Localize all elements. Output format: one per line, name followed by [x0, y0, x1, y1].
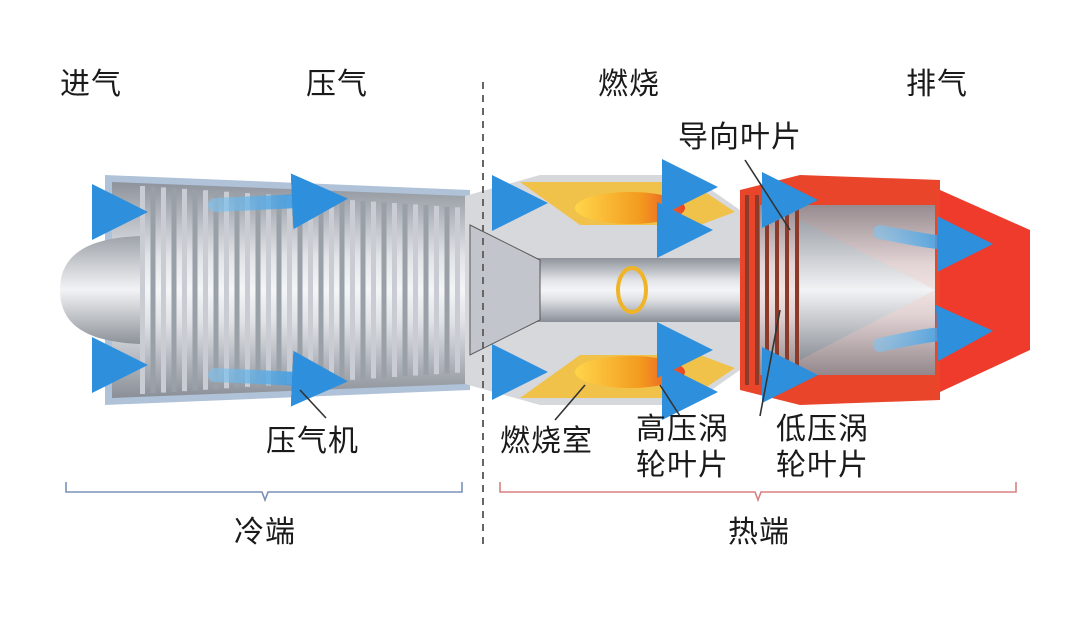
- hot-zone-label: 热端: [728, 515, 790, 550]
- nose-cone: [60, 236, 140, 344]
- flame-lower: [575, 356, 685, 388]
- compressor-blade-row: [413, 204, 418, 376]
- stage-intake-label: 进气: [60, 67, 122, 102]
- compressor-blades: [140, 186, 471, 394]
- compressor-label: 压气机: [266, 424, 359, 459]
- compressor-blade-row: [360, 200, 366, 380]
- rotation-arrow: [616, 266, 648, 314]
- hp-turbine-label: 高压涡 轮叶片: [636, 412, 729, 484]
- compressor-blade-row: [266, 194, 271, 386]
- compressor-blade-row: [434, 205, 439, 375]
- compressor-blade-row: [224, 191, 229, 389]
- flame-upper: [575, 192, 685, 224]
- lp-turbine-label-line2: 轮叶片: [776, 448, 869, 483]
- compressor-blade-row: [140, 186, 145, 394]
- combustor-label: 燃烧室: [500, 424, 593, 459]
- compressor-blade-row: [329, 198, 334, 382]
- turbine-blade-row: [795, 195, 799, 385]
- compressor-blade-row: [161, 187, 166, 393]
- stage-combust-label: 燃烧: [598, 67, 660, 102]
- turbine-blade-row: [775, 195, 779, 385]
- compressor-blade-row: [371, 201, 376, 379]
- compressor-blade-row: [423, 205, 429, 375]
- compressor-blade-row: [171, 188, 177, 392]
- compressor-blade-row: [392, 203, 397, 377]
- exhaust-nozzle: [940, 190, 1030, 392]
- compressor-blade-row: [245, 193, 250, 387]
- compressor-blade-row: [234, 192, 240, 388]
- compressor-blade-row: [402, 203, 408, 377]
- compressor-blade-row: [308, 197, 313, 383]
- turbine-blades: [745, 195, 799, 385]
- compressor-blade-row: [297, 196, 303, 384]
- compressor-blade-row: [213, 190, 219, 390]
- turbine-blade-row: [765, 195, 769, 385]
- lp-turbine-label: 低压涡 轮叶片: [776, 412, 869, 484]
- compressor-blade-row: [318, 198, 324, 382]
- lp-turbine-label-line1: 低压涡: [776, 412, 869, 447]
- compressor-blade-row: [444, 206, 450, 374]
- turbine-blade-row: [785, 195, 789, 385]
- hp-turbine-label-line2: 轮叶片: [636, 448, 729, 483]
- compressor-blade-row: [182, 188, 187, 392]
- exhaust-cone: [800, 220, 935, 360]
- compressor-blade-row: [350, 200, 355, 380]
- turbine-blade-row: [745, 195, 749, 385]
- cold-zone-bracket: [65, 482, 463, 503]
- compressor-blade-row: [255, 193, 261, 387]
- stage-exhaust-label: 排气: [906, 67, 968, 102]
- compressor-blade-row: [203, 190, 208, 390]
- leader-lines: [299, 159, 791, 421]
- compressor-blade-row: [150, 186, 156, 394]
- cold-zone-label: 冷端: [234, 515, 296, 550]
- compressor-blade-row: [192, 189, 198, 391]
- hot-zone-bracket: [499, 482, 1017, 503]
- compressor-blade-row: [381, 202, 387, 378]
- hp-turbine-label-line1: 高压涡: [636, 412, 729, 447]
- compressor-blade-row: [276, 195, 282, 385]
- turbine-blade-row: [755, 195, 759, 385]
- compressor-blade-row: [287, 195, 292, 385]
- compressor-blade-row: [455, 207, 460, 373]
- guide-vane-label: 导向叶片: [678, 120, 802, 155]
- airflow-arrows: [61, 159, 993, 420]
- compressor-blade-row: [339, 199, 345, 381]
- stage-compress-label: 压气: [306, 67, 368, 102]
